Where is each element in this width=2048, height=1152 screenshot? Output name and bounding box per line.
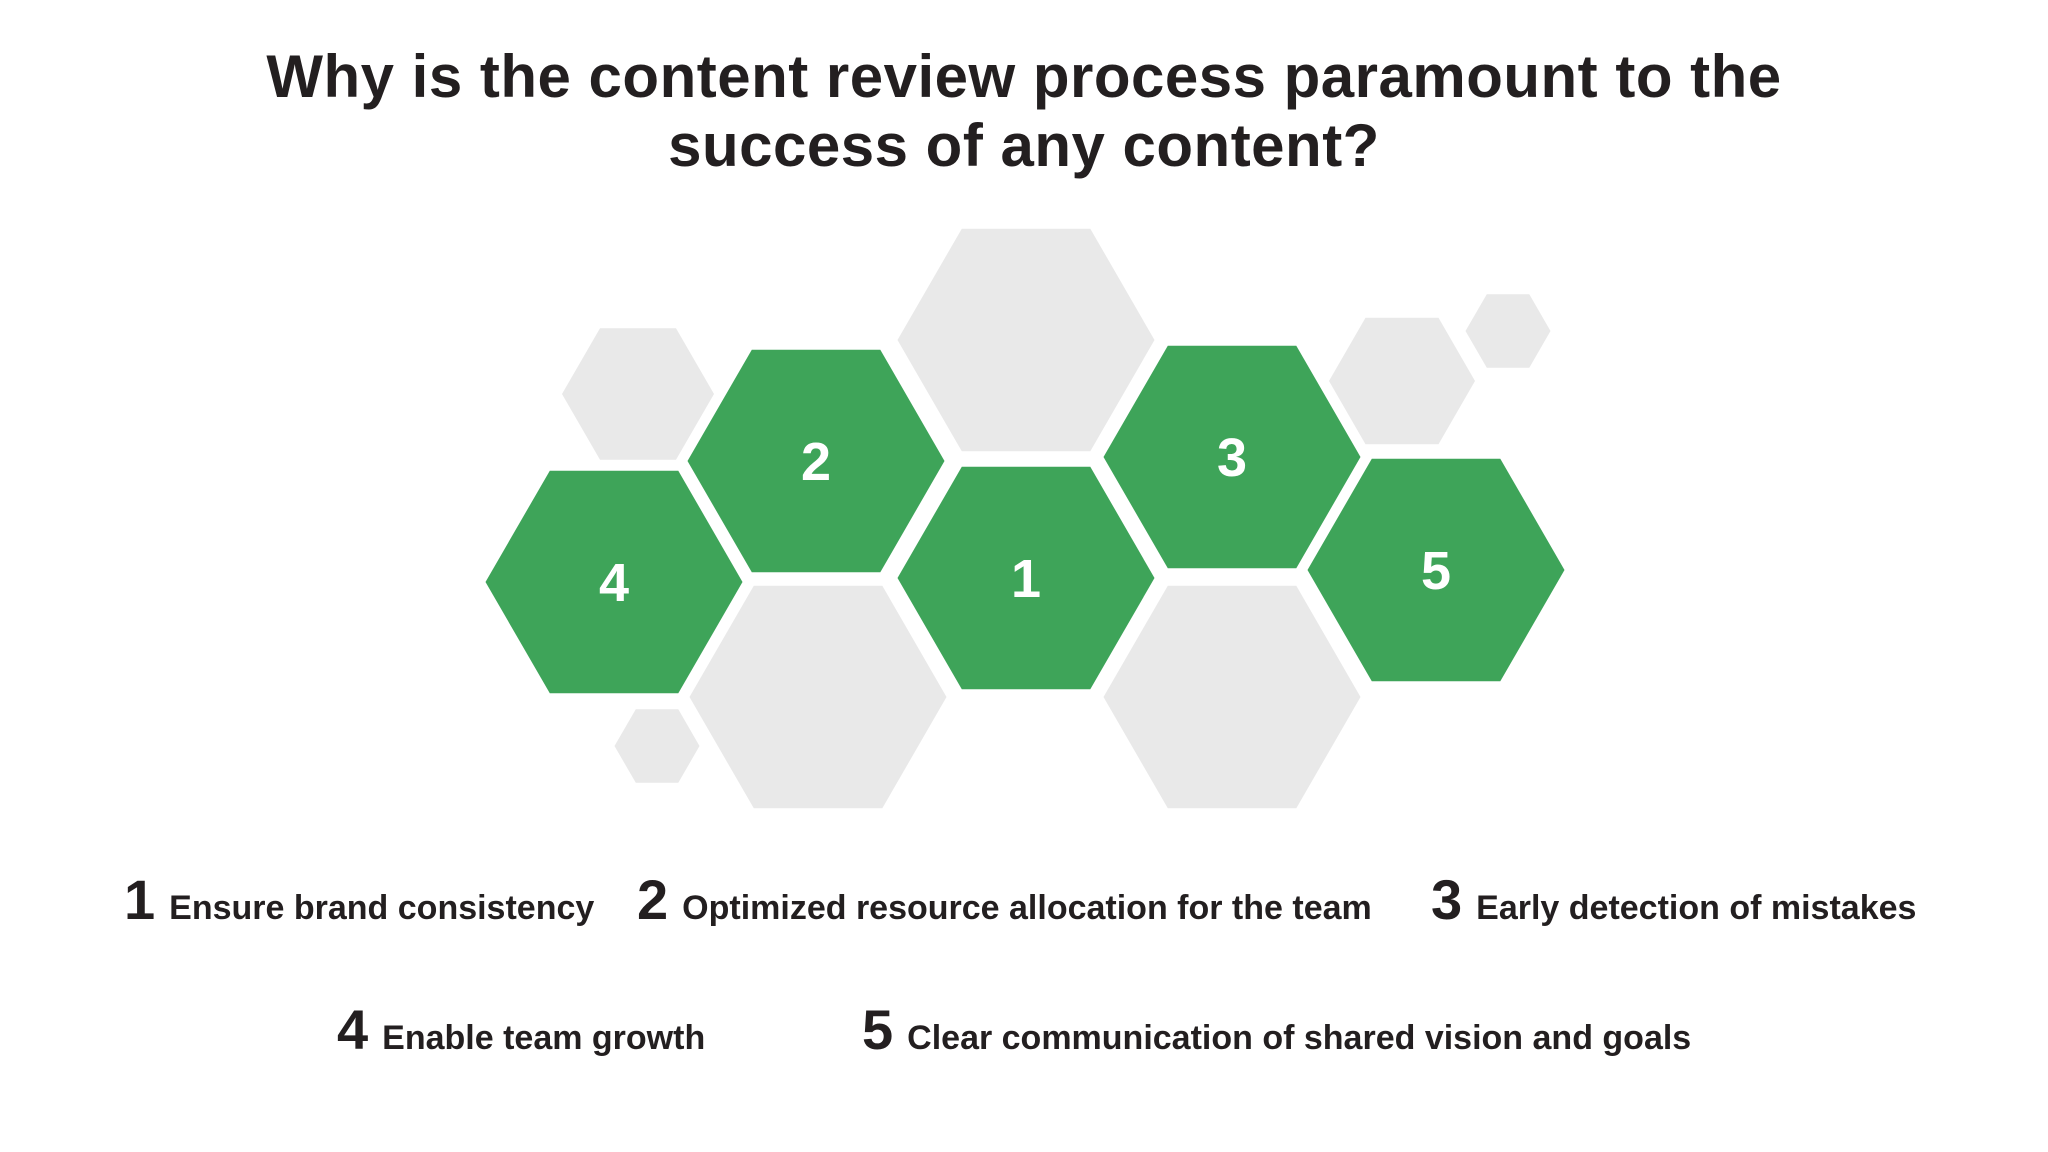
background-hexagon-4	[562, 328, 714, 460]
step-hexagon-2-shape	[687, 349, 945, 573]
background-hexagon-3	[1103, 585, 1361, 809]
page-title-line-2: success of any content?	[668, 112, 1380, 179]
step-hexagon-1-number: 1	[1011, 549, 1041, 609]
step-hexagon-3-number: 3	[1217, 428, 1247, 488]
legend-item-3-label: Early detection of mistakes	[1476, 889, 1917, 927]
legend-item-3-number: 3	[1431, 868, 1463, 931]
background-hexagon-7	[614, 709, 700, 783]
step-hexagon-2-number: 2	[801, 432, 831, 492]
legend-item-2: 2 Optimized resource allocation for the …	[637, 872, 1372, 928]
background-hexagon-1	[897, 228, 1155, 452]
legend-item-3: 3 Early detection of mistakes	[1431, 872, 1916, 928]
step-hexagon-5: 5	[1307, 458, 1565, 682]
background-hexagon-5	[1329, 317, 1475, 445]
legend-item-2-number: 2	[637, 868, 669, 931]
legend-item-5: 5 Clear communication of shared vision a…	[862, 1002, 1691, 1058]
step-hexagon-3: 3	[1103, 345, 1361, 569]
step-hexagon-2: 2	[687, 349, 945, 573]
legend-item-5-label: Clear communication of shared vision and…	[907, 1019, 1692, 1057]
legend-item-4-number: 4	[337, 998, 369, 1061]
page-title: Why is the content review process paramo…	[0, 42, 2048, 180]
legend-item-1: 1 Ensure brand consistency	[124, 872, 594, 928]
step-hexagon-1-shape	[897, 466, 1155, 690]
background-hexagon-6	[1465, 294, 1551, 368]
step-hexagon-5-number: 5	[1421, 541, 1451, 601]
legend-item-1-label: Ensure brand consistency	[169, 889, 595, 927]
legend-item-2-label: Optimized resource allocation for the te…	[682, 889, 1372, 927]
legend-item-5-number: 5	[862, 998, 894, 1061]
page-title-line-1: Why is the content review process paramo…	[266, 43, 1782, 110]
step-hexagon-4-number: 4	[599, 553, 629, 613]
step-hexagon-3-shape	[1103, 345, 1361, 569]
legend-item-4: 4 Enable team growth	[337, 1002, 705, 1058]
step-hexagon-1: 1	[897, 466, 1155, 690]
legend-item-1-number: 1	[124, 868, 156, 931]
legend-item-4-label: Enable team growth	[382, 1019, 706, 1057]
background-hexagon-2	[689, 585, 947, 809]
step-hexagon-4: 4	[485, 470, 743, 694]
step-hexagon-5-shape	[1307, 458, 1565, 682]
step-hexagon-4-shape	[485, 470, 743, 694]
